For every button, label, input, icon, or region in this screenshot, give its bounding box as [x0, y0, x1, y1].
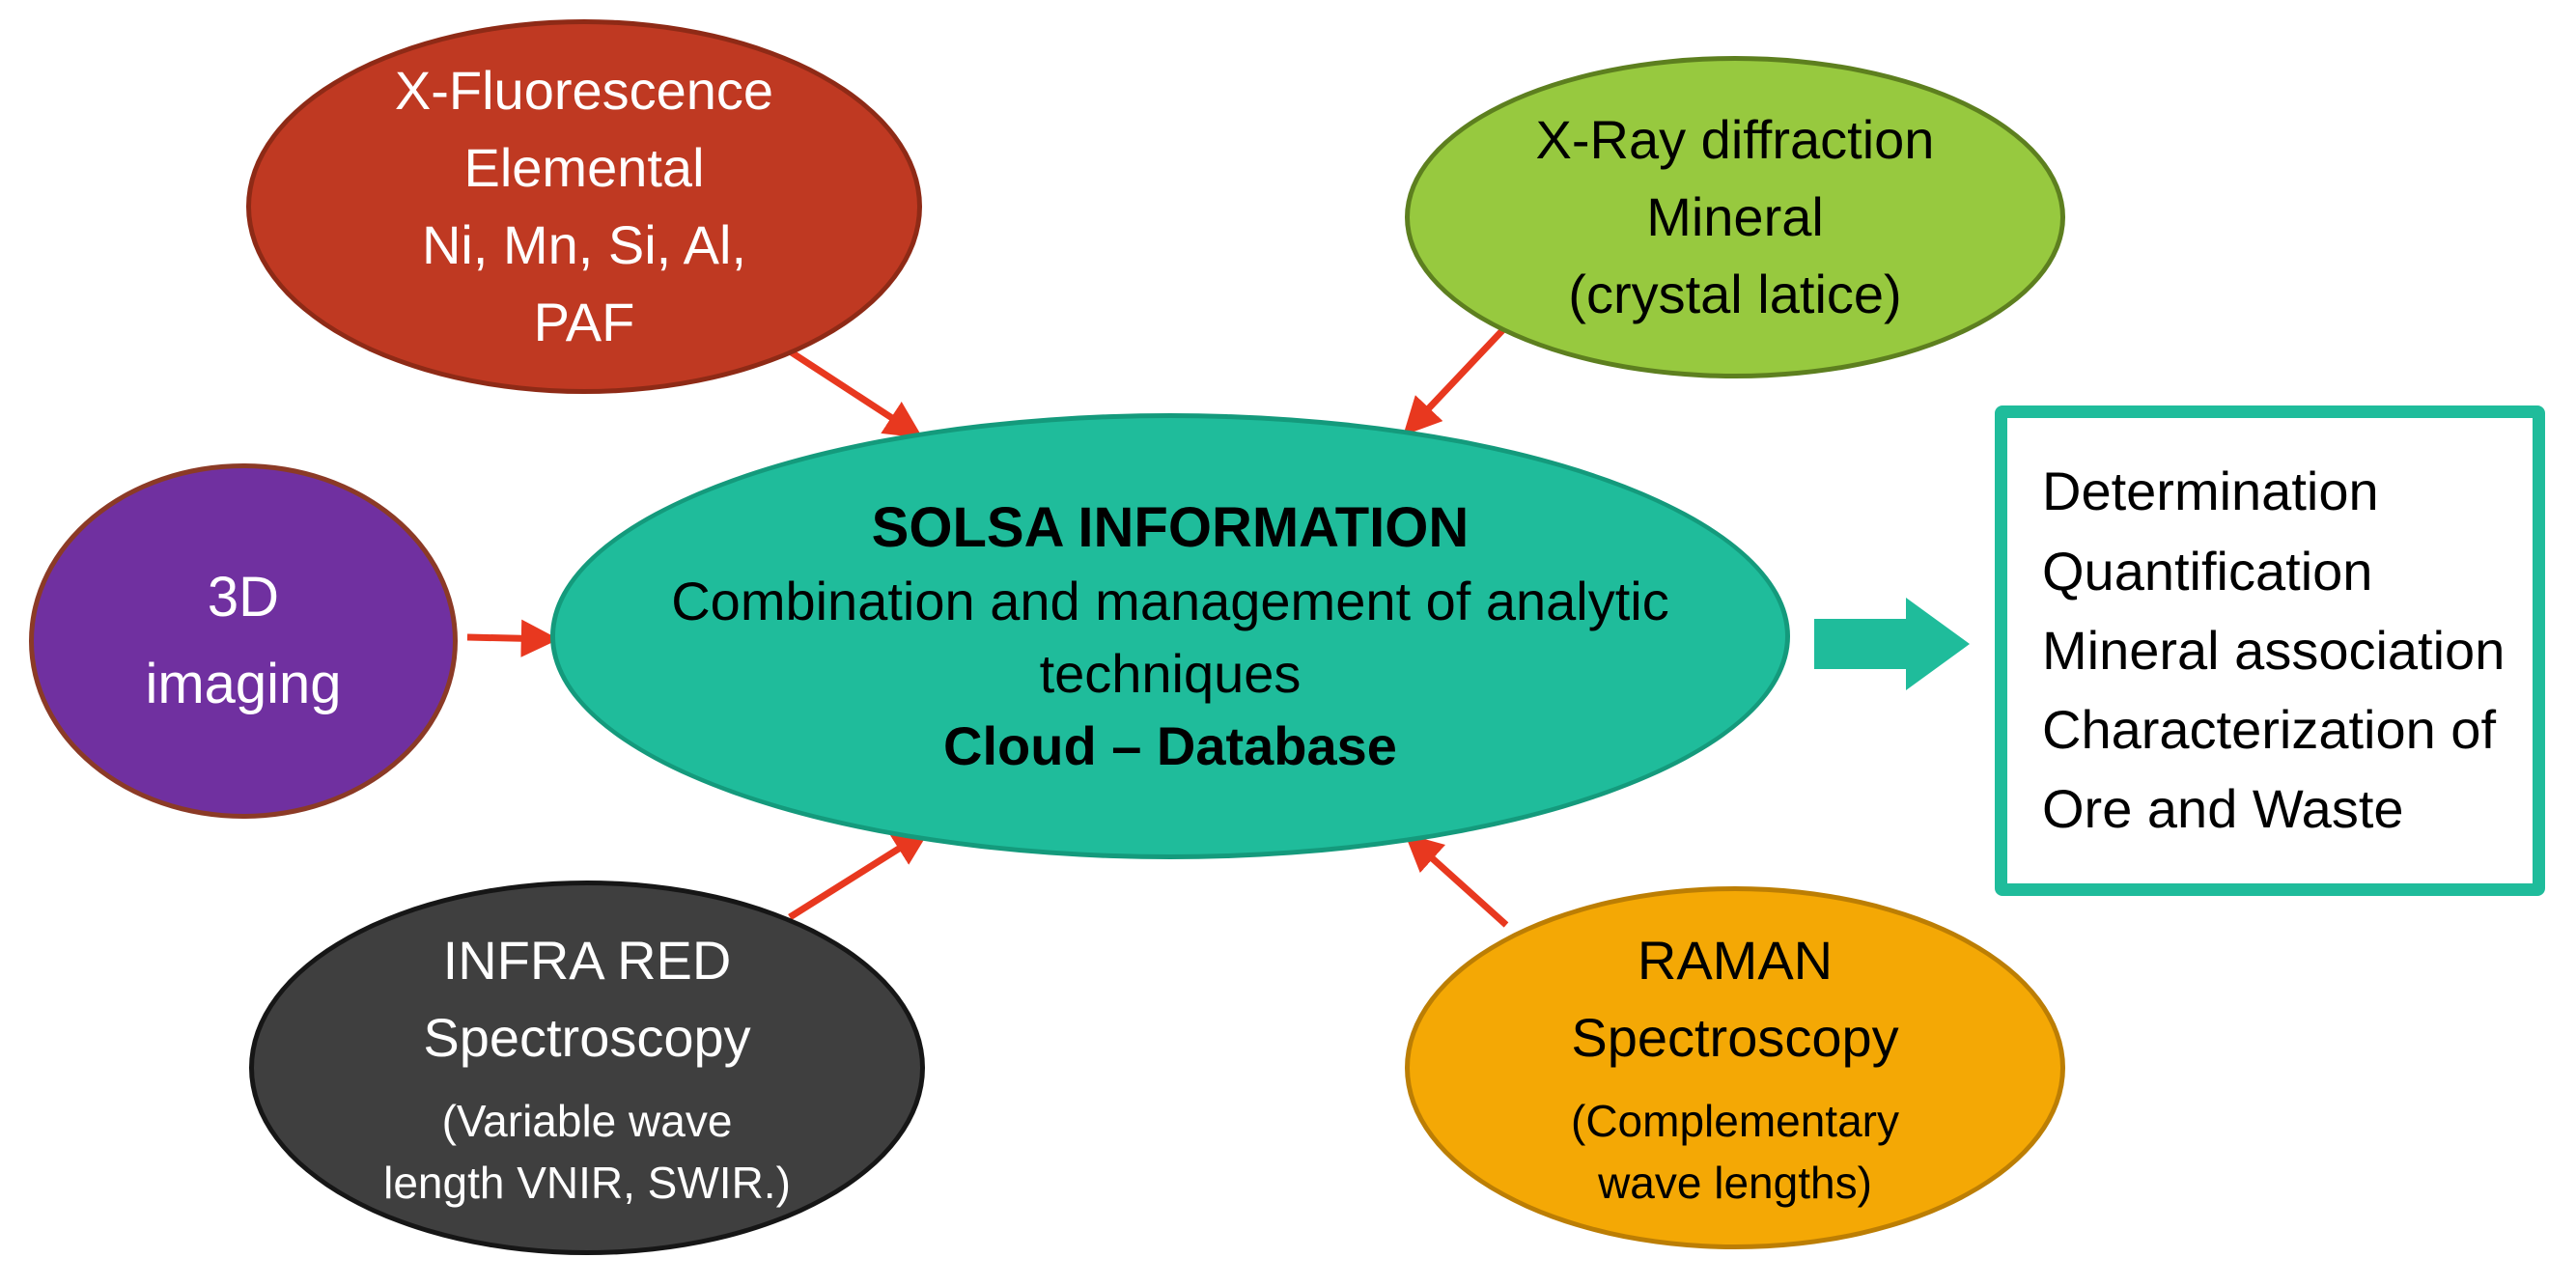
node-solsa-information: SOLSA INFORMATION Combination and manage… — [550, 413, 1790, 859]
node-3d-imaging: 3D imaging — [29, 463, 458, 819]
center-footer: Cloud – Database — [943, 715, 1397, 777]
output-line-2: Quantification — [2042, 540, 2373, 601]
output-line-4: Characterization of — [2042, 699, 2497, 761]
block-arrow-center-to-output-icon — [1814, 598, 1970, 690]
xrd-line-1: X-Ray diffraction — [1535, 108, 1935, 170]
center-title: SOLSA INFORMATION — [871, 495, 1470, 559]
center-subtitle: Combination and management of analytic t… — [671, 571, 1669, 705]
node-x-fluorescence: X-Fluorescence Elemental Ni, Mn, Si, Al,… — [246, 19, 922, 394]
threed-line-1: 3D — [207, 566, 280, 629]
output-line-5: Ore and Waste — [2042, 778, 2404, 840]
output-line-3: Mineral association — [2042, 619, 2506, 681]
xrd-line-3: (crystal latice) — [1568, 264, 1902, 325]
node-x-ray-diffraction: X-Ray diffraction Mineral (crystal latic… — [1405, 56, 2065, 378]
arrow-xrd-to-center — [1403, 322, 1511, 436]
output-box: Determination Quantification Mineral ass… — [1995, 405, 2545, 896]
raman-subline-1: (Complementary — [1571, 1096, 1899, 1147]
infrared-subline-1: (Variable wave — [441, 1096, 733, 1147]
infrared-line-1: INFRA RED — [442, 930, 732, 992]
node-raman-spectroscopy: RAMAN Spectroscopy (Complementary wave l… — [1405, 886, 2065, 1249]
arrow-xrf-to-center — [782, 345, 923, 438]
arrow-3d-to-center — [466, 619, 559, 657]
arrow-raman-to-center — [1404, 833, 1509, 928]
infrared-subline-2: length VNIR, SWIR.) — [383, 1157, 791, 1208]
xrf-line-2: Elemental — [463, 136, 705, 198]
raman-line-1: RAMAN — [1637, 930, 1834, 992]
node-infrared-spectroscopy: INFRA RED Spectroscopy (Variable wave le… — [249, 881, 925, 1255]
threed-line-2: imaging — [145, 653, 342, 715]
infrared-line-2: Spectroscopy — [423, 1006, 751, 1068]
output-line-1: Determination — [2042, 461, 2379, 522]
arrow-infrared-to-center — [788, 828, 931, 920]
xrf-line-4: PAF — [533, 292, 635, 353]
raman-line-2: Spectroscopy — [1571, 1006, 1899, 1068]
raman-subline-2: wave lengths) — [1598, 1157, 1872, 1208]
xrf-line-1: X-Fluorescence — [394, 59, 774, 121]
xrf-line-3: Ni, Mn, Si, Al, — [421, 214, 747, 275]
xrd-line-2: Mineral — [1646, 185, 1824, 247]
